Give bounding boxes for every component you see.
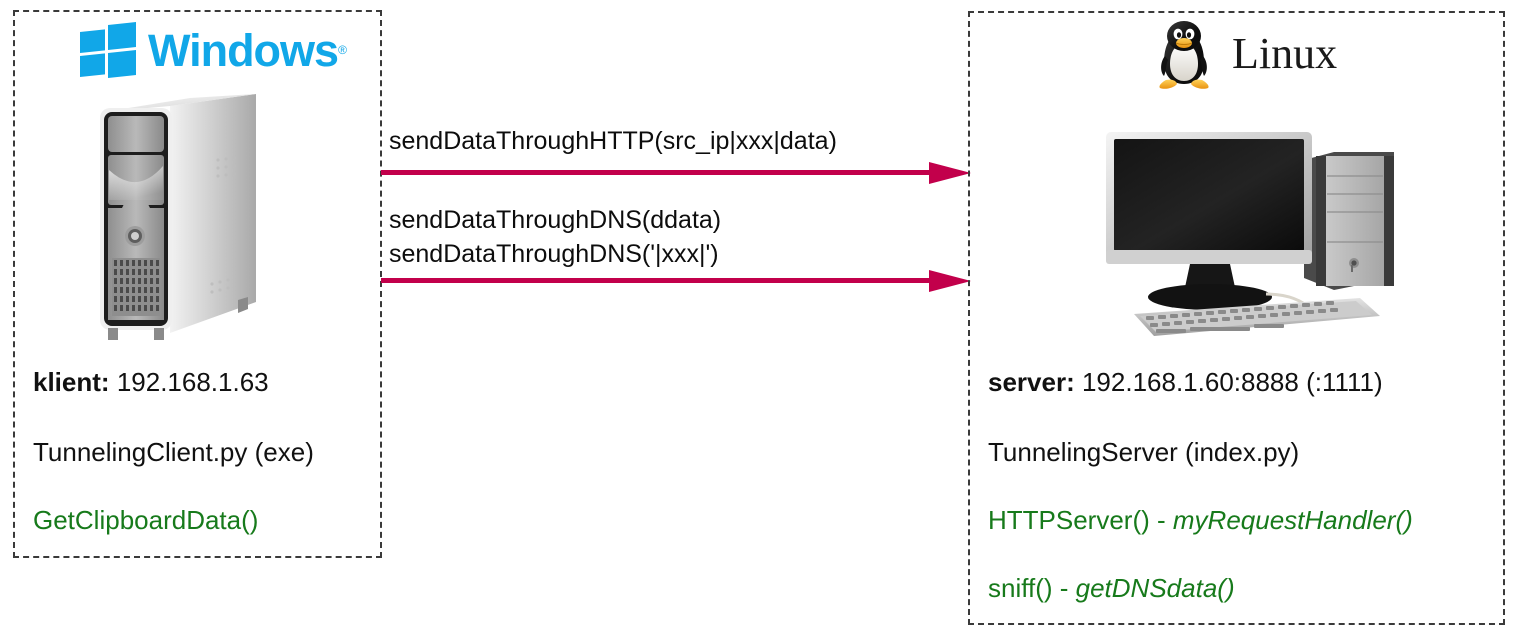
http-arrow [381,162,971,184]
client-tower-image [78,88,263,350]
client-host-box [13,10,382,558]
server-api-dns-plain: sniff() - [988,573,1076,603]
server-address-value: 192.168.1.60:8888 (:1111) [1081,367,1383,397]
server-api-dns: sniff() - getDNSdata() [988,573,1235,604]
tux-penguin-icon [1152,18,1216,90]
dns-arrow-label: sendDataThroughDNS(ddata) sendDataThroug… [389,203,721,271]
windows-flag-icon [80,22,136,78]
dns-arrow [381,270,971,292]
client-app-name: TunnelingClient.py (exe) [33,437,314,467]
client-address-value: 192.168.1.63 [116,367,269,397]
windows-wordmark: Windows [148,24,339,76]
server-api-http: HTTPServer() - myRequestHandler() [988,505,1413,536]
linux-logo: Linux [1152,18,1337,90]
server-api-http-handler: myRequestHandler() [1172,505,1413,535]
windows-logo: Windows ® [80,22,347,78]
server-computer-image [1098,118,1398,346]
server-api-http-plain: HTTPServer() - [988,505,1173,535]
server-app-name: TunnelingServer (index.py) [988,437,1300,467]
dns-arrow-label-line2: sendDataThroughDNS('|xxx|') [389,240,719,268]
server-api-dns-handler: getDNSdata() [1075,573,1235,603]
linux-wordmark: Linux [1232,29,1338,78]
http-arrow-label: sendDataThroughHTTP(src_ip|xxx|data) [389,127,837,155]
server-address-label: server: [988,367,1075,397]
client-api-call: GetClipboardData() [33,505,259,535]
dns-arrow-label-line1: sendDataThroughDNS(ddata) [389,206,722,234]
server-address: server: 192.168.1.60:8888 (:1111) [988,367,1383,398]
windows-trademark: ® [338,43,347,57]
client-address-label: klient: [33,367,110,397]
server-host-box [968,11,1505,625]
client-address: klient: 192.168.1.63 [33,367,269,398]
